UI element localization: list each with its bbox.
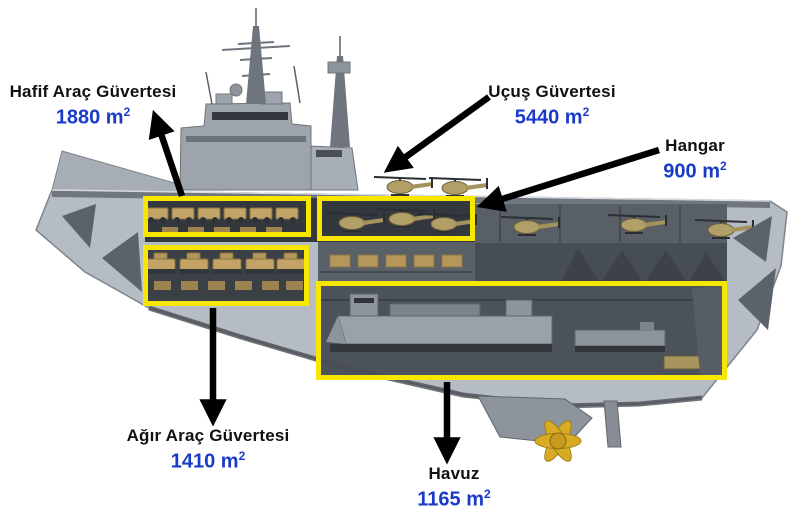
- radar-dome: [229, 83, 243, 97]
- light-vehicle-row: [145, 207, 299, 234]
- island-superstructure: [179, 83, 359, 191]
- antennas: [205, 65, 301, 105]
- deck-area-value: 1880 m2: [55, 105, 131, 129]
- deck-area-value: 900 m2: [663, 159, 727, 183]
- aft-lower-strip: [475, 243, 727, 284]
- propeller: [534, 420, 582, 462]
- main-mast: [221, 8, 291, 104]
- deck-name-label: Havuz: [428, 464, 480, 483]
- callout-heavy-vehicle-deck: Ağır Araç Güvertesi 1410 m2: [108, 426, 308, 474]
- mid-deck-vehicles: [320, 254, 473, 273]
- rudder: [603, 400, 622, 448]
- highlight-box-well-deck: [316, 281, 727, 380]
- highlight-box-light-vehicle-deck: [143, 196, 311, 237]
- deck-area-value: 1165 m2: [417, 487, 491, 511]
- aft-camouflage-zigzag: [560, 248, 727, 284]
- highlight-box-heavy-vehicle-deck: [143, 245, 309, 306]
- deck-name-label: Ağır Araç Güvertesi: [126, 426, 290, 445]
- callout-hangar: Hangar 900 m2: [625, 136, 765, 184]
- deck-area-value: 1410 m2: [170, 449, 246, 473]
- callout-flight-deck: Uçuş Güvertesi 5440 m2: [472, 82, 632, 130]
- callout-light-vehicle-deck: Hafif Araç Güvertesi 1880 m2: [3, 82, 183, 130]
- deck-name-label: Hangar: [665, 136, 725, 155]
- deck-area-value: 5440 m2: [514, 105, 590, 129]
- callout-well-deck: Havuz 1165 m2: [394, 464, 514, 512]
- hull-bottom-edge: [148, 305, 703, 409]
- aft-mast: [327, 36, 351, 147]
- stern-camouflage: [733, 216, 776, 330]
- deck-name-label: Uçuş Güvertesi: [488, 82, 616, 101]
- well-deck-craft: [320, 286, 726, 378]
- bow-camouflage: [62, 204, 142, 292]
- deck-name-label: Hafif Araç Güvertesi: [9, 82, 177, 101]
- highlight-box-hangar: [317, 196, 475, 241]
- heavy-vehicle-row: [145, 252, 307, 290]
